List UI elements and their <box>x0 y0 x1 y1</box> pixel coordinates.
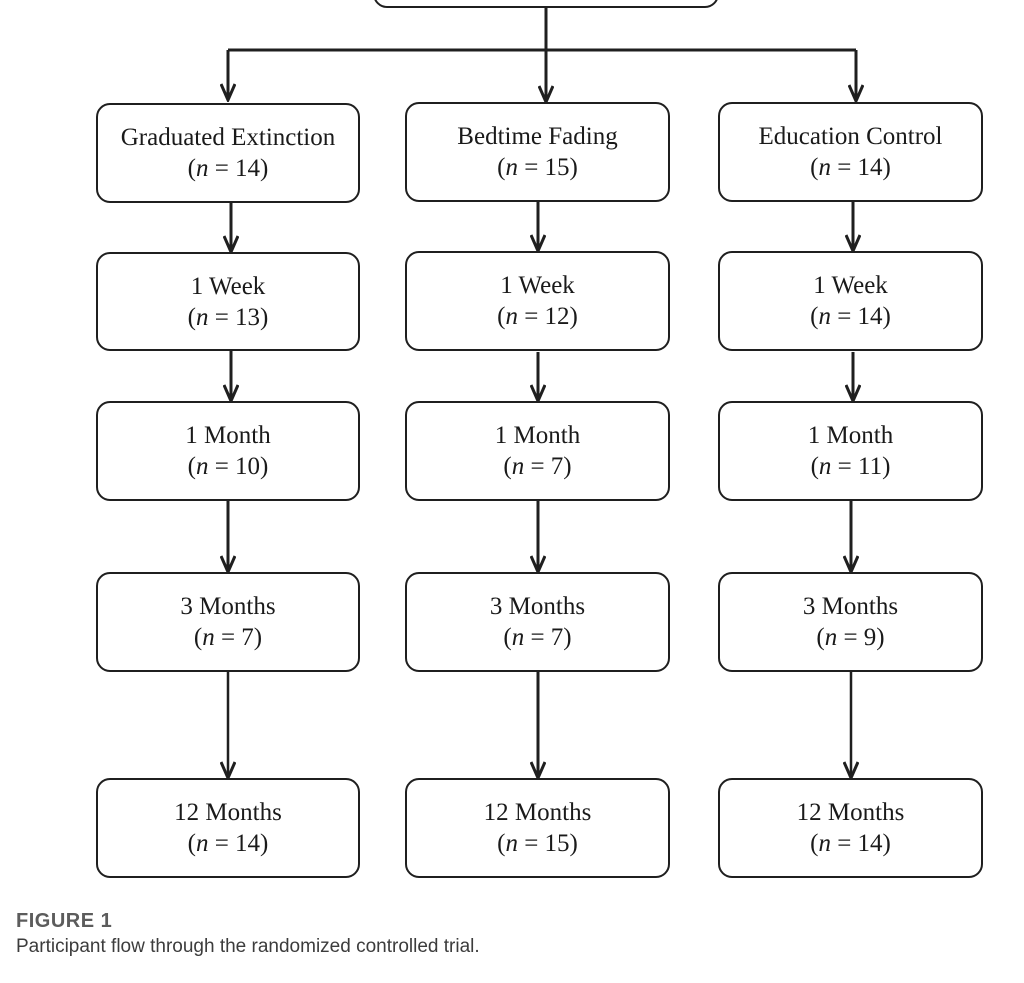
box-label: 3 Months <box>489 593 586 620</box>
box-count: (n = 14) <box>187 155 269 182</box>
bedtime-fading-1-week-box: 1 Week (n = 12) <box>405 251 670 351</box>
box-label: Bedtime Fading <box>457 123 618 150</box>
box-label: Education Control <box>758 123 943 150</box>
education-control-1-week-box: 1 Week (n = 14) <box>718 251 983 351</box>
box-label: 1 Week <box>500 272 575 299</box>
graduated-extinction-12-months-box: 12 Months (n = 14) <box>96 778 360 878</box>
education-control-box: Education Control (n = 14) <box>718 102 983 202</box>
graduated-extinction-3-months-box: 3 Months (n = 7) <box>96 572 360 672</box>
box-count: (n = 15) <box>497 830 578 857</box>
figure-caption: FIGURE 1 Participant flow through the ra… <box>16 908 1006 960</box>
graduated-extinction-1-month-box: 1 Month (n = 10) <box>96 401 360 501</box>
box-count: (n = 7) <box>503 453 572 480</box>
bedtime-fading-12-months-box: 12 Months (n = 15) <box>405 778 670 878</box>
box-label: 12 Months <box>174 799 282 826</box>
box-count: (n = 14) <box>810 303 891 330</box>
box-label: 1 Month <box>807 422 894 449</box>
graduated-extinction-box: Graduated Extinction (n = 14) <box>96 103 360 203</box>
enrollment-box <box>373 0 719 8</box>
box-count: (n = 9) <box>816 624 885 651</box>
box-count: (n = 11) <box>810 453 891 480</box>
box-label: Graduated Extinction <box>120 124 336 151</box>
bedtime-fading-1-month-box: 1 Month (n = 7) <box>405 401 670 501</box>
box-count: (n = 7) <box>503 624 572 651</box>
education-control-1-month-box: 1 Month (n = 11) <box>718 401 983 501</box>
figure-label: FIGURE 1 <box>16 910 113 932</box>
box-label: 1 Month <box>494 422 581 449</box>
box-count: (n = 14) <box>810 830 891 857</box>
box-count: (n = 14) <box>187 830 269 857</box>
box-label: 3 Months <box>180 593 276 620</box>
box-count: (n = 15) <box>497 154 578 181</box>
box-label: 12 Months <box>483 799 592 826</box>
box-label: 1 Week <box>813 272 888 299</box>
box-label: 3 Months <box>802 593 899 620</box>
box-count: (n = 14) <box>810 154 891 181</box>
box-label: 1 Week <box>190 272 266 300</box>
education-control-3-months-box: 3 Months (n = 9) <box>718 572 983 672</box>
box-count: (n = 7) <box>193 624 263 651</box>
box-count: (n = 12) <box>497 303 578 330</box>
figure-caption-text: Participant flow through the randomized … <box>16 936 480 957</box>
education-control-12-months-box: 12 Months (n = 14) <box>718 778 983 878</box>
bedtime-fading-3-months-box: 3 Months (n = 7) <box>405 572 670 672</box>
box-count: (n = 10) <box>187 453 269 480</box>
bedtime-fading-box: Bedtime Fading (n = 15) <box>405 102 670 202</box>
box-count: (n = 13) <box>187 303 269 331</box>
box-label: 1 Month <box>185 422 271 449</box>
graduated-extinction-1-week-box: 1 Week (n = 13) <box>96 252 360 351</box>
box-label: 12 Months <box>796 799 905 826</box>
